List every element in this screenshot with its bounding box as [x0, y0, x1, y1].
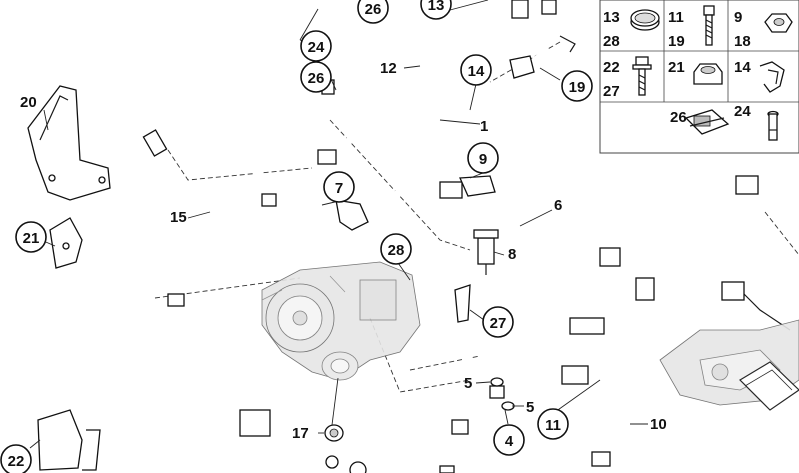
compressor-bracket — [335, 199, 369, 231]
power-steering-pump — [261, 261, 421, 381]
callout-28: 28 — [388, 242, 405, 259]
callout-17: 17 — [292, 425, 309, 442]
callout-10: 10 — [650, 416, 667, 433]
callout-5-a: 5 — [464, 375, 472, 392]
legend-label-9: 9 — [734, 9, 742, 26]
callout-27: 27 — [490, 315, 507, 332]
callout-8: 8 — [508, 246, 516, 263]
hex-nut-icon — [764, 13, 793, 33]
bracket-clip-icon — [684, 109, 730, 135]
callout-26: 26 — [308, 70, 325, 87]
direction-arrow-icon — [739, 361, 799, 411]
legend-label-14: 14 — [734, 59, 751, 76]
callout-6: 6 — [554, 197, 562, 214]
callout-13-top: 13 — [428, 0, 445, 14]
legend-label-11: 11 — [668, 9, 684, 26]
legend-label-18: 18 — [734, 33, 751, 50]
flange-bolt-icon — [632, 56, 652, 96]
callout-20: 20 — [20, 94, 37, 111]
legend-label-27: 27 — [603, 83, 620, 100]
legend-label-24: 24 — [734, 103, 751, 120]
callout-26-top: 26 — [365, 1, 382, 18]
callout-15: 15 — [170, 209, 187, 226]
o-ring-icon — [490, 377, 504, 387]
callout-5-b: 5 — [526, 399, 534, 416]
legend-label-21: 21 — [668, 59, 685, 76]
parts-legend-panel: 13 28 11 19 9 18 22 27 21 14 26 24 — [599, 0, 799, 154]
legend-label-26: 26 — [670, 109, 687, 126]
callout-7: 7 — [335, 180, 343, 197]
callout-4: 4 — [505, 433, 514, 450]
callout-9: 9 — [479, 151, 487, 168]
callout-12: 12 — [380, 60, 397, 77]
steering-gear — [659, 319, 799, 411]
callout-24: 24 — [308, 39, 325, 56]
pin-icon — [767, 110, 779, 141]
callout-22: 22 — [8, 453, 25, 470]
legend-label-22: 22 — [603, 59, 620, 76]
legend-label-28: 28 — [603, 33, 620, 50]
hose-clip-icon — [759, 61, 785, 93]
callouts: 26 13 24 26 12 14 19 1 20 9 7 6 15 21 — [0, 0, 667, 473]
legend-label-13: 13 — [603, 9, 620, 26]
clamp-ring-icon — [630, 9, 660, 31]
callout-11: 11 — [545, 417, 561, 434]
bracket-22 — [37, 409, 83, 471]
callout-14: 14 — [468, 63, 485, 80]
callout-21: 21 — [23, 230, 40, 247]
clip-9-icon — [459, 175, 496, 197]
brackets — [27, 85, 369, 471]
bracket-20 — [27, 85, 111, 201]
valve-icon — [473, 229, 499, 275]
collar-nut-icon — [693, 63, 723, 85]
legend-label-19: 19 — [668, 33, 685, 50]
hose-fittings — [142, 0, 759, 442]
bottom-edge-fittings — [325, 451, 611, 473]
screw-icon — [703, 5, 715, 46]
callout-19: 19 — [569, 79, 586, 96]
callout-1: 1 — [480, 118, 488, 135]
